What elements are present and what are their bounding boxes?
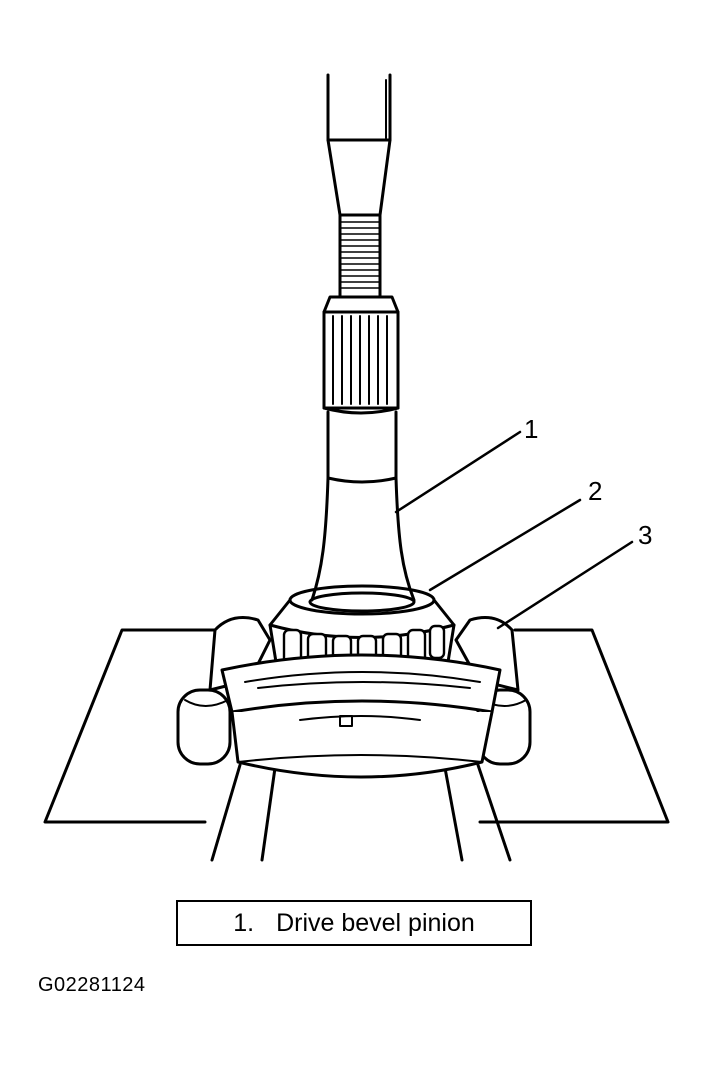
callout-2: 2 bbox=[588, 476, 603, 506]
callout-3: 3 bbox=[638, 520, 653, 550]
leader-line-3 bbox=[496, 540, 634, 630]
legend-label: Drive bevel pinion bbox=[276, 908, 475, 937]
press-tool bbox=[326, 73, 392, 217]
drive-bevel-pinion-illustration bbox=[43, 73, 670, 862]
work-bench bbox=[43, 628, 670, 862]
leader-line-2 bbox=[428, 498, 582, 592]
bearing-separator bbox=[176, 616, 532, 779]
pinion-threads bbox=[322, 213, 400, 314]
leader-line-1 bbox=[394, 430, 522, 514]
pinion-splines bbox=[322, 310, 400, 415]
legend-box: 1. Drive bevel pinion bbox=[176, 900, 532, 946]
figure-id: G02281124 bbox=[38, 974, 146, 996]
callout-1: 1 bbox=[524, 414, 539, 444]
legend-number: 1. bbox=[233, 908, 255, 937]
pinion-shaft bbox=[310, 410, 416, 602]
leader-lines bbox=[394, 430, 634, 630]
